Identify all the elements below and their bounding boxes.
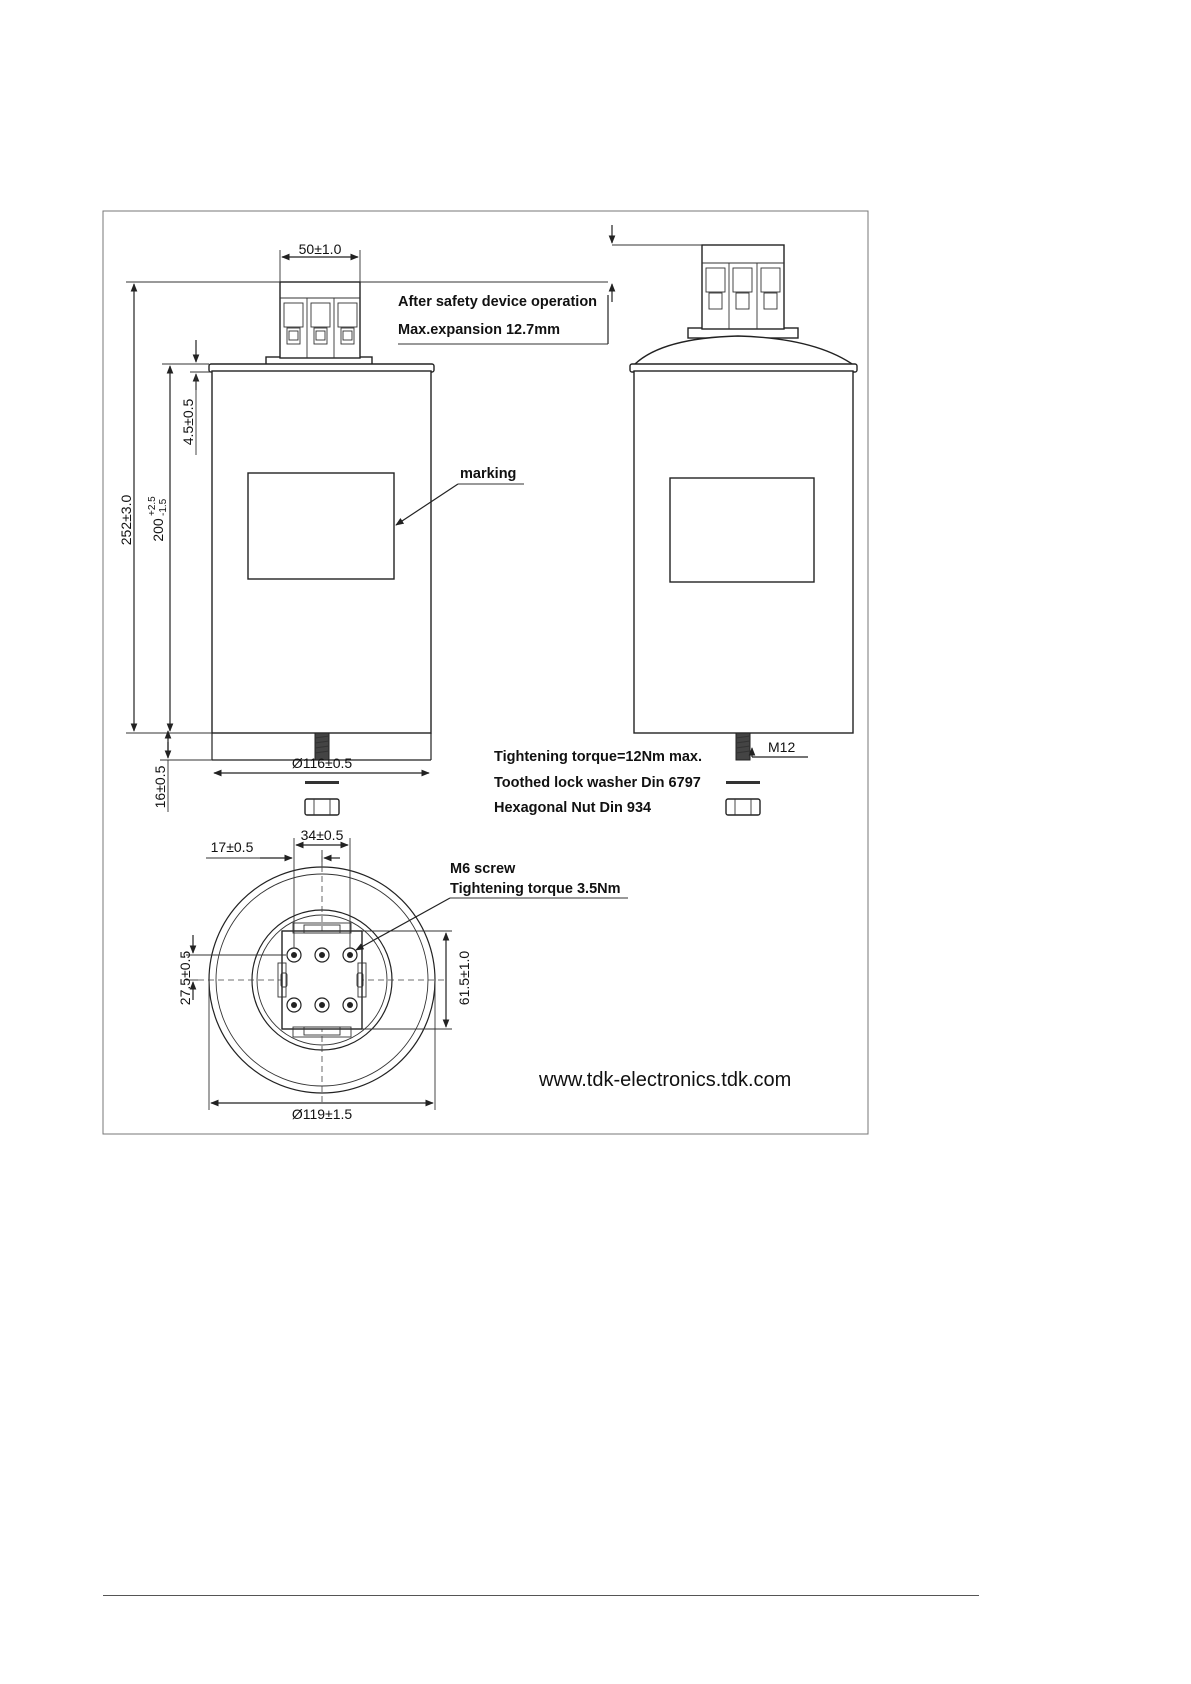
note-screw-line1: M6 screw <box>450 861 516 877</box>
note-torque: Tightening torque=12Nm max. <box>494 749 702 765</box>
expanded-marking-label <box>670 478 814 582</box>
expanded-lock-washer <box>726 781 760 784</box>
dim-total-height: 252±3.0 <box>118 495 134 546</box>
dim-terminal-offset: 17±0.5 <box>211 839 254 855</box>
dim-can-diameter: Ø116±0.5 <box>292 755 353 771</box>
dim-terminal-width: 50±1.0 <box>299 241 342 257</box>
dim-can-height-upper-tol: +2.5 <box>147 496 158 516</box>
dim-lid-height: 4.5±0.5 <box>180 398 196 445</box>
expanded-dome-lid <box>633 336 855 366</box>
note-screw-line2: Tightening torque 3.5Nm <box>450 881 621 897</box>
website-url: www.tdk-electronics.tdk.com <box>538 1069 791 1091</box>
dim-stud-thread: M12 <box>768 739 795 755</box>
expanded-view: M12 Tightening torque=12Nm max. Toothed … <box>494 225 857 816</box>
footer-divider <box>103 1595 979 1596</box>
note-nut: Hexagonal Nut Din 934 <box>494 800 651 816</box>
expanded-hex-nut <box>726 799 760 815</box>
note-washer: Toothed lock washer Din 6797 <box>494 775 701 791</box>
dim-stud-length: 16±0.5 <box>152 765 168 808</box>
front-view: 50±1.0 252±3.0 200 +2.5 -1.5 4.5±0.5 16±… <box>118 241 608 815</box>
front-lock-washer <box>305 781 339 784</box>
front-terminal-block <box>280 282 360 358</box>
expanded-terminal-block <box>702 245 784 329</box>
dim-can-height-lower-tol: -1.5 <box>158 498 169 516</box>
front-hex-nut <box>305 799 339 815</box>
note-marking: marking <box>460 466 516 482</box>
note-safety-line2: Max.expansion 12.7mm <box>398 322 560 338</box>
dim-outer-diameter: Ø119±1.5 <box>292 1106 353 1122</box>
note-safety-line1: After safety device operation <box>398 294 597 310</box>
dim-terminal-length: 61.5±1.0 <box>456 951 472 1006</box>
dim-terminal-pitch: 34±0.5 <box>301 827 344 843</box>
dim-can-height: 200 <box>150 518 166 542</box>
dim-terminal-depth: 27.5±0.5 <box>177 951 193 1006</box>
front-marking-label <box>248 473 394 579</box>
